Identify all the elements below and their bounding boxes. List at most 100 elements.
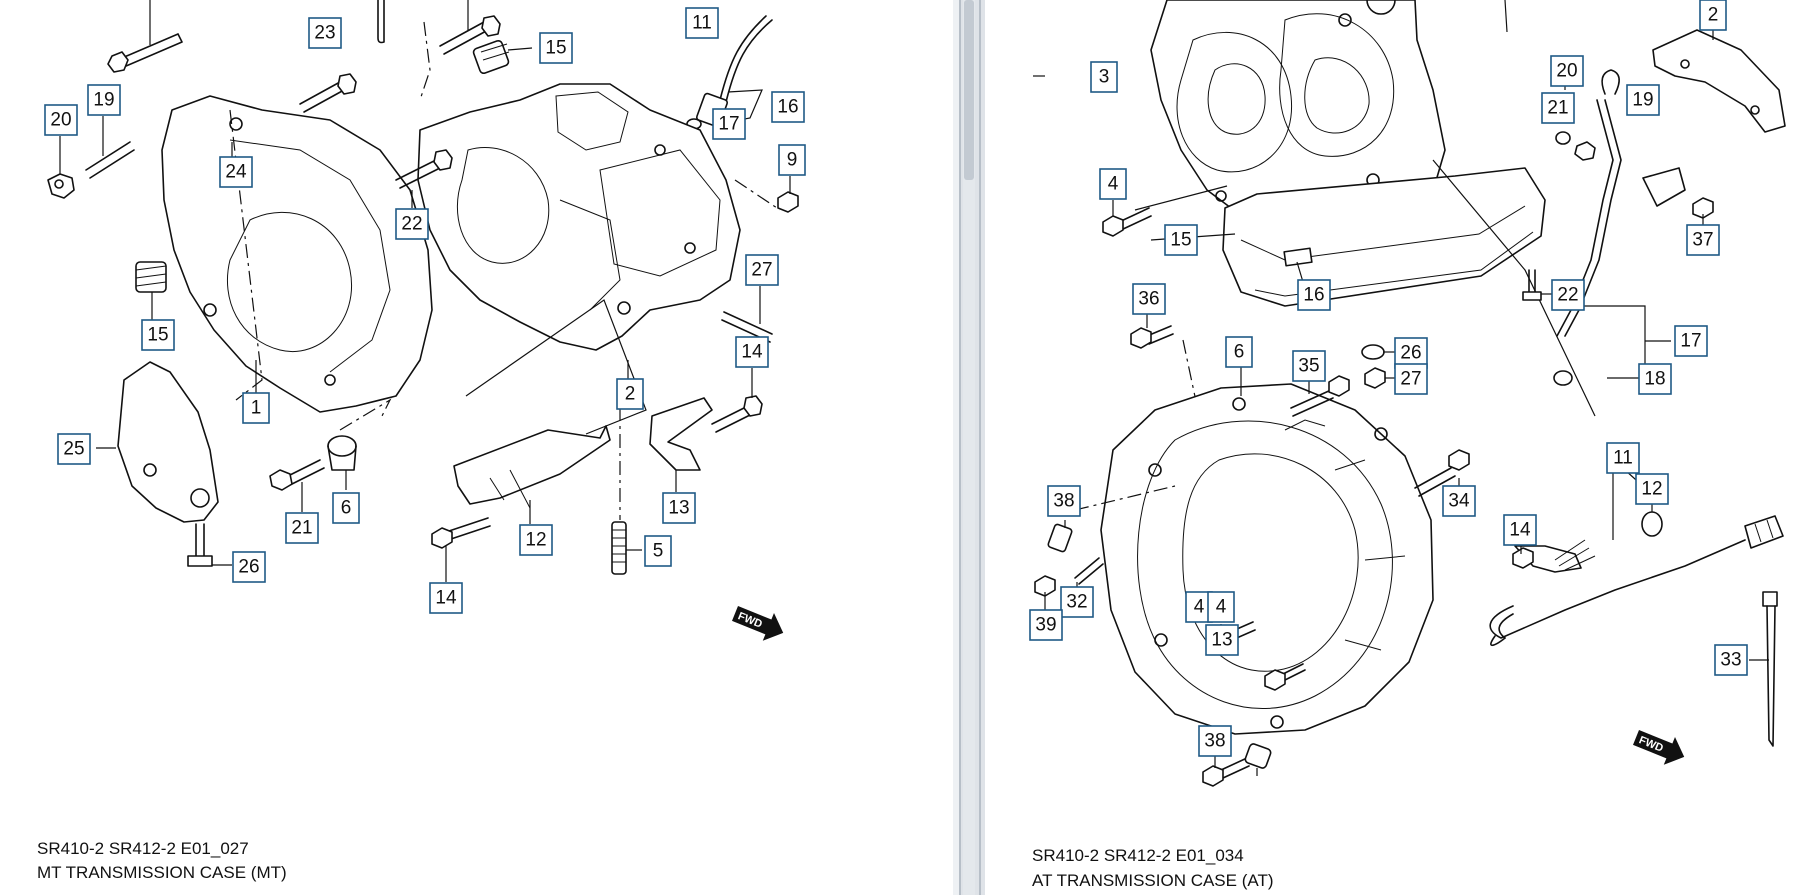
mt-callout-13: 13 (662, 492, 696, 524)
svg-text:39: 39 (1035, 615, 1056, 636)
stud-5 (611, 521, 642, 575)
mt-callout-14: 14 (735, 336, 769, 368)
svg-text:26: 26 (238, 557, 259, 578)
fwd-arrow-icon: FWD (732, 606, 784, 641)
diagram-title: AT TRANSMISSION CASE (AT) (1032, 871, 1274, 890)
collar-6 (327, 435, 357, 490)
at-callout-16: 16 (1297, 279, 1331, 311)
dipstick-top (377, 0, 385, 44)
mt-callout-6: 6 (332, 492, 360, 524)
bolt-23 (299, 73, 357, 113)
svg-text:38: 38 (1053, 491, 1074, 512)
svg-text:38: 38 (1204, 731, 1225, 752)
mt-callout-24: 24 (219, 156, 253, 188)
svg-text:5: 5 (653, 541, 664, 562)
at-callout-2: 2 (1699, 0, 1727, 31)
pane-divider-scrollbar[interactable] (953, 0, 985, 895)
at-callout-39: 39 (1029, 609, 1063, 641)
at-callout-38: 38 (1047, 485, 1081, 517)
at-callout-15: 15 (1164, 224, 1198, 256)
svg-text:18: 18 (1644, 369, 1665, 390)
svg-text:27: 27 (1400, 369, 1421, 390)
at-callout-26: 26 (1394, 337, 1428, 369)
svg-text:4: 4 (1194, 597, 1205, 618)
linkage-plate-12 (453, 425, 611, 524)
at-callout-6: 6 (1225, 336, 1253, 368)
at-callout-19: 19 (1626, 84, 1660, 116)
svg-text:14: 14 (435, 588, 457, 609)
svg-text:2: 2 (1708, 5, 1719, 26)
bracket-2 (1652, 20, 1786, 133)
svg-text:21: 21 (291, 518, 312, 539)
bolt-22 (1522, 269, 1553, 301)
bolt-33 (1202, 756, 1250, 787)
mt-callout-25: 25 (57, 433, 91, 465)
collar-38 (1047, 485, 1176, 553)
mount-bracket-25 (96, 361, 219, 523)
at-callout-37: 37 (1686, 224, 1720, 256)
svg-text:20: 20 (1556, 61, 1577, 82)
svg-text:25: 25 (63, 439, 84, 460)
bolt-14-bottom (431, 517, 491, 582)
svg-text:3: 3 (1099, 67, 1110, 88)
svg-text:9: 9 (787, 150, 798, 171)
transmission-case-mt (417, 83, 741, 351)
diagram-title: MT TRANSMISSION CASE (MT) (37, 863, 287, 882)
washer-21 (1555, 76, 1596, 161)
bracket-13 (649, 397, 713, 492)
at-callout-3: 3 (1090, 61, 1118, 93)
svg-text:12: 12 (525, 530, 546, 551)
mt-callout-2: 2 (616, 378, 644, 410)
svg-text:11: 11 (1613, 448, 1633, 469)
svg-text:27: 27 (751, 260, 772, 281)
bolt-9 (777, 176, 799, 213)
bracket-37 (1642, 167, 1714, 226)
bolt-4-lowest (1264, 663, 1306, 691)
bolt-top-center (439, 0, 501, 55)
mt-callout-12: 12 (519, 524, 553, 556)
at-exploded-view: FWD 232021194371516223626176352718111238… (1029, 0, 1786, 787)
svg-text:23: 23 (314, 23, 335, 44)
mt-callout-20: 20 (44, 104, 78, 136)
svg-text:22: 22 (401, 214, 422, 235)
svg-text:15: 15 (545, 38, 566, 59)
stud-27 (721, 286, 773, 343)
bolt-21 (269, 459, 325, 512)
mt-callout-11: 11 (685, 7, 719, 39)
svg-text:22: 22 (1557, 285, 1578, 306)
diagram-code: SR410-2 SR412-2 E01_034 (1032, 846, 1244, 865)
at-callout-27: 27 (1394, 363, 1428, 395)
at-callout-32: 32 (1060, 586, 1094, 618)
svg-text:6: 6 (341, 498, 352, 519)
mt-callout-17: 17 (712, 108, 746, 140)
mt-callout-16: 16 (771, 91, 805, 123)
bolt-22 (395, 149, 453, 189)
nut-20 (47, 136, 75, 199)
fwd-arrow-icon: FWD (1633, 730, 1685, 765)
at-callout-35: 35 (1292, 350, 1326, 382)
plug-15-left (135, 261, 167, 320)
at-callout-21: 21 (1541, 92, 1575, 124)
oil-pan (1222, 167, 1546, 307)
plug-15-top (472, 39, 533, 75)
at-callout-11: 11 (1606, 442, 1640, 474)
scrollbar-thumb[interactable] (964, 0, 974, 180)
at-callout-22: 22 (1551, 279, 1585, 311)
svg-text:37: 37 (1692, 230, 1713, 251)
mt-callout-14: 14 (429, 582, 463, 614)
bolt-34 (1414, 449, 1470, 497)
at-callout-4: 4 (1207, 591, 1235, 623)
mt-callout-23: 23 (308, 17, 342, 49)
mt-callout-15: 15 (539, 32, 573, 64)
svg-text:16: 16 (1303, 285, 1324, 306)
svg-text:17: 17 (1680, 331, 1701, 352)
at-callout-38: 38 (1198, 725, 1232, 757)
svg-text:15: 15 (147, 325, 168, 346)
svg-text:14: 14 (741, 342, 763, 363)
svg-text:4: 4 (1216, 597, 1227, 618)
svg-text:1: 1 (251, 398, 262, 419)
oring-12 (1641, 504, 1663, 537)
at-callout-4: 4 (1099, 168, 1127, 200)
at-callout-17: 17 (1674, 325, 1708, 357)
